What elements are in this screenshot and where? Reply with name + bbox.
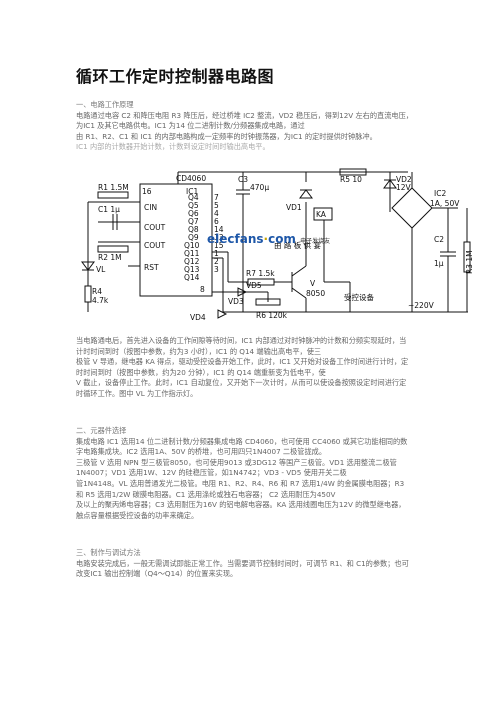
text-line: 计时时间到时（按图中参数，约为3 小时），IC1 的 Q14 端输出高电平，使三 (76, 346, 322, 356)
vl-label: VL (96, 265, 106, 274)
text-line: 管1N4148。VL 选用普通发光二极管。电阻 R1、R2、R4、R6 和 R7… (76, 478, 405, 488)
vd2-value: 12V (396, 183, 412, 192)
pin-num: 3 (214, 265, 219, 274)
pin-num: 5 (214, 201, 219, 210)
pin-q9: Q9 (188, 233, 199, 242)
pin-q5: Q5 (188, 201, 199, 210)
vd5-label: VD5 (246, 281, 262, 290)
pin-q12: Q12 (184, 257, 200, 266)
text-line: 时时间到时（按图中参数，约为20 分钟），IC1 的 Q14 端重新变为低电平，… (76, 367, 326, 377)
pin-q4: Q4 (188, 193, 199, 202)
pin-q14: Q14 (184, 273, 200, 282)
watermark-part: com (268, 232, 296, 246)
text-line: 三极管 V 选用 NPN 型三极管8050，也可使用9013 或3DG12 等国… (76, 457, 397, 467)
pin-q8: Q8 (188, 225, 199, 234)
text-line: IC1 内部的计数器开始计数，计数到设定时间时输出高电平。 (76, 142, 270, 152)
text-line: 电路安装完成后，一般无需调试即能正常工作。当需要调节控制时间时，可调节 R1、和… (76, 558, 409, 568)
section-heading: 一、电路工作原理 (76, 100, 134, 109)
ac-label: ~220V (408, 301, 435, 310)
pin-num: 8 (200, 285, 205, 294)
text-line: 及以上的聚丙烯电容器；C3 选用耐压为16V 的铝电解电容器。KA 选用线圈电压… (76, 500, 406, 510)
pin-label: 16 (142, 187, 152, 196)
r1-label: R1 1.5M (98, 183, 129, 192)
text-line: 时循环工作。图中 VL 为工作指示灯。 (76, 388, 198, 398)
text-line: 改变IC1 输出控制端（Q4～Q14）的位置来实现。 (76, 569, 238, 579)
text-line: 触点容量根据受控设备的功率来确定。 (76, 510, 199, 520)
watermark-dot: · (263, 232, 269, 246)
pin-q6: Q6 (188, 209, 199, 218)
pin-num: 4 (214, 209, 219, 218)
pin-num: 7 (214, 193, 219, 202)
section-heading: 二、元器件选择 (76, 426, 127, 435)
pin-q10: Q10 (184, 241, 200, 250)
vd1-label: VD1 (286, 203, 302, 212)
r2-label: R2 1M (98, 253, 122, 262)
pin-cout: COUT (144, 241, 166, 250)
pin-num: 1 (214, 249, 219, 258)
r6-label: R6 120k (256, 311, 288, 320)
ic2-label: IC2 (434, 189, 446, 198)
text-line: 字电路集成块。IC2 选用1A、50V 的桥堆，也可用四只1N4007 二极管拢… (76, 447, 327, 457)
ic1-tag: IC1 (186, 187, 198, 196)
c2-label: C2 (434, 235, 444, 244)
circuit-schematic: CD4060 16 IC1 R1 1.5M C1 1μ CIN COUT COU… (81, 168, 474, 322)
pin-num: 15 (214, 241, 224, 250)
pin-num: 2 (214, 257, 219, 266)
text-line: 1N4007；VD1 选用1W、12V 的硅稳压管，如1N4742；VD3 - … (76, 468, 347, 478)
c1-label: C1 1μ (98, 205, 120, 214)
pin-q13: Q13 (184, 265, 200, 274)
pin-q7: Q7 (188, 217, 199, 226)
text-line: 电路通过电容 C2 和降压电阻 R3 降压后，经过桥堆 IC2 整流，VD2 稳… (76, 110, 413, 120)
section-heading: 三、制作与调试方法 (76, 548, 141, 557)
pin-num: 6 (214, 217, 219, 226)
vd3-label: VD3 (228, 297, 244, 306)
overlay-label: 由 路 板 供 宴 (274, 240, 322, 250)
ic2-value: 1A, 50V (430, 199, 460, 208)
r7-label: R7 1.5k (246, 269, 275, 278)
r4-label: R4 (92, 287, 102, 296)
section-assembly: 三、制作与调试方法 电路安装完成后，一般无需调试即能正常工作。当需要调节控制时间… (76, 548, 476, 580)
transistor-value: 8050 (306, 289, 325, 298)
text-line: 和 R5 选用1/2W 碳膜电阻器。C1 选用涤纶或独石电容器； C2 选用耐压… (76, 489, 336, 499)
section-principle: 一、电路工作原理 电路通过电容 C2 和降压电阻 R3 降压后，经过桥堆 IC2… (76, 100, 476, 153)
pin-num: 14 (214, 225, 224, 234)
pin-num: 13 (214, 233, 224, 242)
transistor-label: V (310, 279, 316, 288)
r3-label: R3 1M (465, 250, 474, 274)
page-title: 循环工作定时控制器电路图 (76, 67, 275, 86)
r4-value: 4.7k (92, 296, 109, 305)
load-label: 受控设备 (344, 292, 374, 302)
vd4-label: VD4 (190, 313, 206, 322)
section-principle-cont: 当电路通电后，首先进入设备的工作间隙等待时间，IC1 内部通过对时钟脉冲的计数和… (76, 336, 476, 400)
text-line: 极管 V 导通，继电器 KA 得点，驱动受控设备开始工作，此时，IC1 又开始对… (76, 357, 409, 367)
text-line: 当电路通电后，首先进入设备的工作间隙等待时间，IC1 内部通过对时钟脉冲的计数和… (76, 336, 407, 345)
text-line: 集成电路 IC1 选用14 位二进制计数/分频器集成电路 CD4060，也可使用… (76, 436, 408, 446)
vd2-label: VD2 (396, 175, 412, 184)
text-line: 为IC1 及其它电路供电。IC1 为14 位二进制计数/分频器集成电路，通过 (76, 121, 305, 131)
r5-label: R5 10 (340, 175, 362, 184)
watermark-part: elecfans (207, 232, 264, 246)
c3-value: 470μ (250, 183, 269, 192)
pin-q11: Q11 (184, 249, 200, 258)
text-line: V 截止，设备停止工作。此时，IC1 自动复位，又开始下一次计时，从而可以使设备… (76, 378, 407, 388)
section-components: 二、元器件选择 集成电路 IC1 选用14 位二进制计数/分频器集成电路 CD4… (76, 426, 476, 521)
c2-value: 1μ (434, 259, 444, 268)
ka-label: KA (316, 210, 327, 219)
ic1-label: CD4060 (176, 174, 206, 183)
watermark-suffix: 电子发烧友 (300, 238, 331, 245)
text-line: 由 R1、R2、C1 和 IC1 的内部电路构成一定频率的时钟振荡器，为IC1 … (76, 131, 377, 141)
watermark: elecfans·com 电子发烧友 (207, 232, 330, 246)
pin-cin: CIN (144, 203, 157, 212)
pin-cout: COUT (144, 223, 166, 232)
c3-label: C3 (238, 175, 248, 184)
pin-rst: RST (144, 263, 159, 272)
